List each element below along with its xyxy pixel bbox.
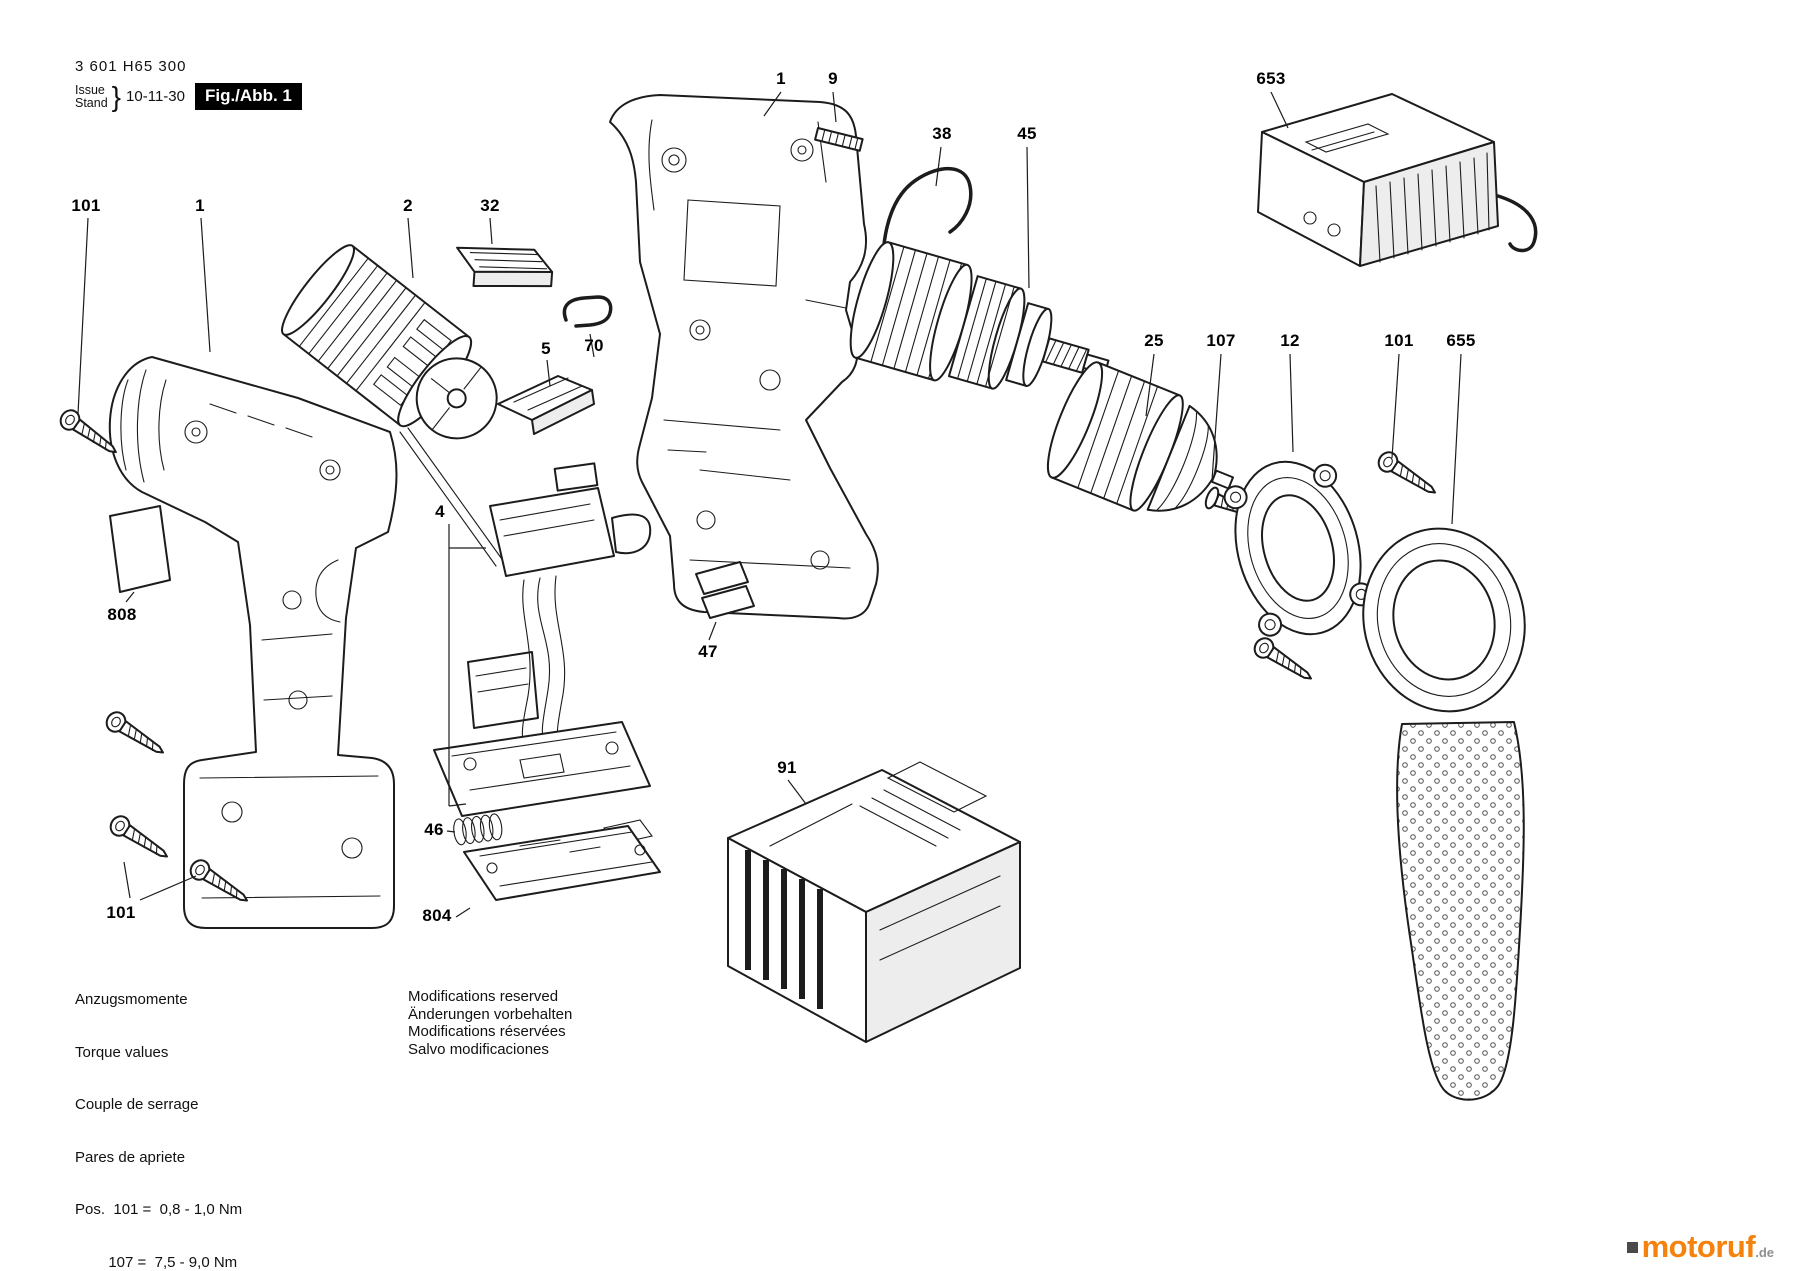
torque-note-line: Torque values — [75, 1043, 169, 1061]
motor-shaft-line — [399, 427, 505, 567]
label-sticker-drawing — [109, 505, 171, 593]
issue-row: Issue Stand } 10-11-30 Fig./Abb. 1 — [75, 80, 302, 112]
spring-drawing — [453, 813, 503, 846]
watermark-square-icon — [1626, 1241, 1638, 1253]
brace-glyph: } — [111, 80, 122, 112]
watermark-suffix: .de — [1755, 1245, 1774, 1260]
wire-bail-drawing — [881, 166, 973, 298]
charger-drawing — [1257, 93, 1538, 267]
drawing-header: 3 601 H65 300 Issue Stand } 10-11-30 Fig… — [75, 58, 302, 110]
issue-label: Issue — [75, 82, 105, 97]
mounting-ring-drawing — [1223, 460, 1374, 637]
issue-stand-labels: Issue Stand — [75, 82, 108, 110]
modifications-note-line: Modifications reserved — [408, 988, 559, 1005]
watermark-brand: motoruf — [1641, 1229, 1756, 1264]
document-number: 3 601 H65 300 — [75, 58, 187, 75]
modifications-note-line: Salvo modificaciones — [408, 1040, 549, 1058]
torque-note-line: Pares de apriete — [75, 1148, 186, 1166]
drill-housing-left-drawing — [108, 356, 398, 929]
stand-label: Stand — [75, 95, 108, 110]
chuck-drawing — [1046, 361, 1235, 512]
torque-note: Anzugsmomente Torque values Couple de se… — [75, 956, 242, 1271]
gearbox-drawing — [849, 241, 1110, 390]
watermark-logo: motoruf .de — [1626, 1229, 1774, 1265]
modifications-note: Modifications reserved Änderungen vorbeh… — [408, 988, 572, 1058]
drill-housing-right-drawing — [609, 94, 879, 620]
torque-note-line: Anzugsmomente — [75, 991, 188, 1008]
leader-lines — [77, 91, 1462, 918]
switch-assembly-drawing — [433, 462, 652, 817]
screw-9-drawing — [814, 127, 864, 152]
figure-label: Fig./Abb. 1 — [194, 83, 302, 110]
base-plate-drawing — [463, 819, 661, 901]
torque-value-line: Pos. 101 = 0,8 - 1,0 Nm — [75, 1201, 243, 1218]
battery-contact-drawing — [456, 246, 554, 288]
insert-part-drawing — [497, 375, 595, 435]
modifications-note-line: Änderungen vorbehalten — [408, 1005, 573, 1023]
torque-value-line: 107 = 7,5 - 9,0 Nm — [75, 1253, 238, 1271]
clip-drawing — [562, 295, 613, 328]
aux-handle-drawing — [1362, 527, 1526, 1101]
clips-drawing — [695, 561, 755, 619]
torque-note-line: Couple de serrage — [75, 1096, 199, 1113]
modifications-note-line: Modifications réservées — [408, 1023, 566, 1040]
motor-drawing — [281, 244, 498, 440]
battery-drawing — [727, 761, 1021, 1043]
issue-date: 10-11-30 — [126, 88, 185, 105]
